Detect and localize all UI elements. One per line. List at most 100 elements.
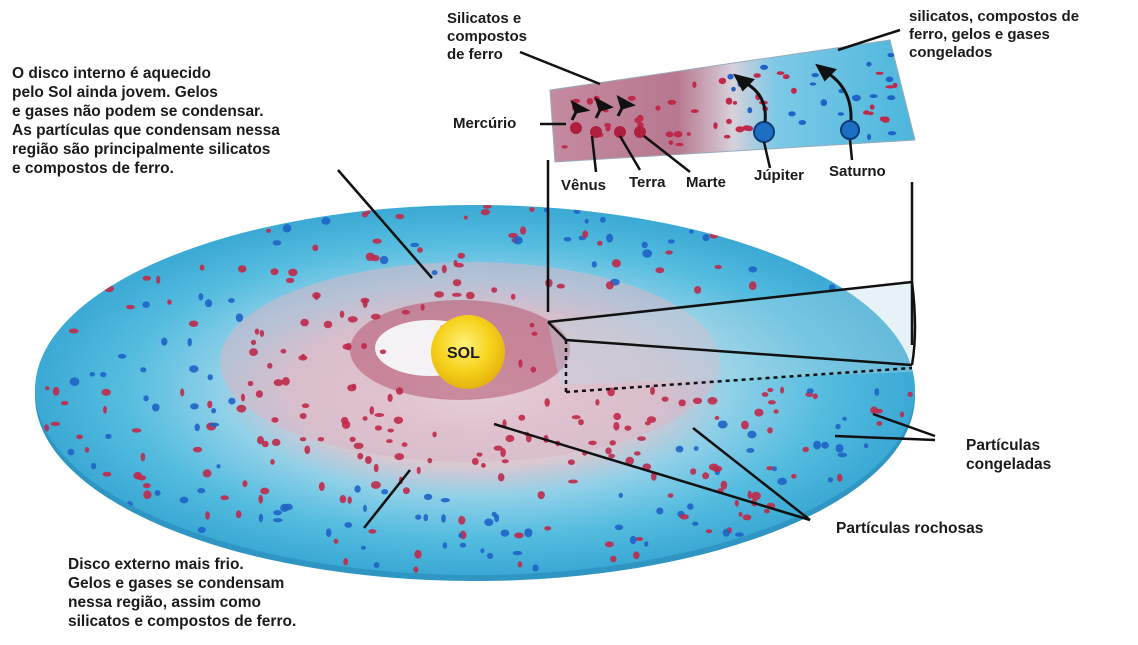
icy-particle [870,94,878,98]
icy-particle [777,478,787,485]
icy-particle [441,498,450,502]
rocky-particle [193,447,202,453]
icy-particle [852,95,861,101]
rocky-particle [373,239,382,244]
rocky-particle [180,388,184,396]
rocky-particle [370,406,375,415]
planet-label-marte: Marte [686,174,726,192]
rocky-particle [481,463,486,468]
icy-particle [838,453,848,458]
icy-particle [747,431,756,439]
rocky-particle [544,526,551,530]
planet-saturno [841,121,859,139]
icy-particle [188,338,192,347]
rocky-particle [715,416,720,420]
icy-particle [676,446,684,453]
rocky-particle [472,458,479,465]
rocky-particle [434,291,444,297]
icy-particle [91,463,96,470]
rocky-particle [236,510,242,518]
rocky-particle [733,101,737,105]
icy-particle [180,497,189,504]
rocky-particle [588,441,597,446]
rocky-particle [633,552,640,560]
rocky-particle [863,110,870,114]
rocky-particle [371,481,381,489]
icy-particle [189,365,198,372]
rocky-particle [255,329,260,335]
rocky-particle [502,459,509,463]
icy-particle [480,548,484,553]
rocky-particle [610,556,616,563]
rocky-particle [458,516,465,525]
rocky-particles-label: Partículas rochosas [836,519,1036,538]
icy-particle [642,249,652,257]
icy-particle [532,564,538,571]
rocky-particle [477,453,483,457]
rocky-particle [520,226,526,234]
rocky-particle [754,73,761,78]
icy-particle [585,219,589,224]
rocky-particle [613,422,619,431]
planet-label-venus: Vênus [561,177,606,195]
icy-particle [524,528,532,537]
rocky-particle [207,401,212,409]
sun-label: SOL [447,344,480,363]
rocky-particle [691,109,699,113]
icy-particle [195,424,200,432]
icy-particle [363,505,367,512]
rocky-particle [637,436,646,441]
rocky-particle [706,529,712,533]
icy-particle [813,441,821,450]
rocky-particle [395,214,404,219]
rocky-particle [395,453,405,460]
icy-particle [866,62,871,67]
rocky-particle [675,143,683,146]
icy-particle [228,398,235,405]
rocky-particle [877,421,883,426]
rocky-particle [319,482,325,491]
icy-particle [821,442,829,449]
icy-particle [208,374,213,380]
rocky-particle [791,474,796,479]
rocky-particle [454,260,458,267]
rocky-particle [605,447,611,454]
rocky-particle [612,259,621,267]
rocky-particle [483,204,492,209]
rocky-particle [402,310,410,315]
rocky-particle [361,298,370,304]
rocky-particle [674,131,683,137]
rocky-particle [693,398,702,404]
rocky-particle [453,279,461,286]
rocky-particle [680,514,689,519]
rocky-particle [597,241,602,246]
icy-particle [198,527,206,533]
rocky-particle [363,416,368,421]
rocky-particle [726,98,733,105]
icy-particle [606,234,613,243]
rocky-particle [628,96,636,101]
icy-particle [689,230,694,234]
rocky-particle [780,387,784,394]
rocky-particle [767,427,773,433]
icy-particle [828,477,833,482]
rocky-particle [286,278,294,283]
rocky-particle [561,145,567,148]
rocky-particle [143,483,151,488]
rocky-particle [417,247,423,253]
rocky-particle [762,392,769,397]
rocky-particle [764,509,770,514]
icy-particle [821,99,828,106]
icy-particle [592,261,597,267]
rocky-particle [668,100,677,105]
rocky-particle [318,437,324,441]
rocky-particle [272,439,281,446]
rocky-particle [274,379,284,386]
rocky-particle [249,348,258,356]
icy-particle [487,553,493,559]
rocky-particle [241,394,245,402]
rocky-particle [354,443,364,449]
rocky-particle [505,435,514,442]
rocky-particle [751,492,761,500]
icy-particle [644,541,648,547]
